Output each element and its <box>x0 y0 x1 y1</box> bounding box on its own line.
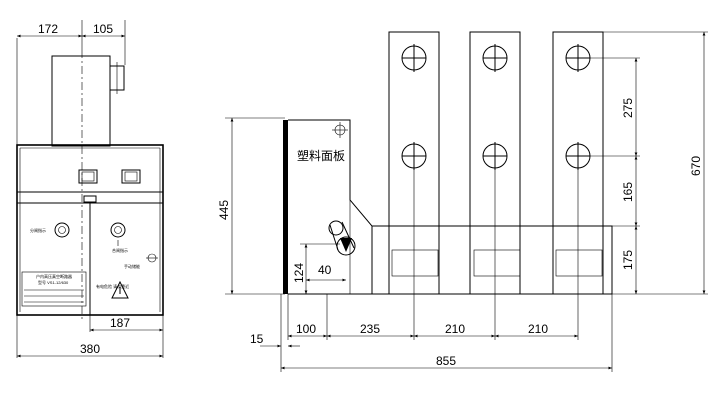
dim-165: 165 <box>621 182 635 202</box>
front-view: 172 105 分闸指示 合闸指示 手动储能 <box>16 20 164 358</box>
dim-top: 172 105 <box>16 20 126 145</box>
dim-40: 40 <box>318 263 332 277</box>
dim-124: 124 <box>292 263 306 283</box>
label-open-indicator: 分闸指示 <box>30 227 46 233</box>
front-plate <box>283 120 288 294</box>
warning-triangle-icon <box>111 280 129 299</box>
label-manual: 手动储能 <box>124 263 140 269</box>
plate-line2: 型号 VS1-12/630 <box>38 279 69 285</box>
dim-15: 15 <box>250 332 264 346</box>
dim-445: 445 <box>217 200 231 220</box>
side-view: 塑料面板 445 124 40 <box>217 31 708 372</box>
dim-275: 275 <box>621 98 635 118</box>
sight-window-left <box>78 169 98 184</box>
dim-380: 380 <box>80 342 100 356</box>
dim-235: 235 <box>360 322 380 336</box>
panel-label: 塑料面板 <box>297 148 345 163</box>
handle <box>83 195 97 203</box>
close-indicator-icon <box>110 222 126 238</box>
dim-855: 855 <box>436 354 456 368</box>
dim-100: 100 <box>296 322 316 336</box>
panel-outline <box>288 119 373 295</box>
dim-175: 175 <box>621 250 635 270</box>
dim-670: 670 <box>689 156 703 176</box>
name-plate <box>21 271 87 307</box>
sight-window-right <box>121 169 141 184</box>
upper-housing <box>51 55 111 147</box>
dim-187: 187 <box>110 316 130 330</box>
dim-210-b: 210 <box>528 322 548 336</box>
dim-105: 105 <box>93 22 113 36</box>
dim-172: 172 <box>38 22 58 36</box>
operating-arm <box>328 220 356 256</box>
plate-line1: 户内高压真空断路器 <box>36 273 72 279</box>
terminals <box>401 44 591 170</box>
label-close-indicator: 合闸指示 <box>112 247 128 253</box>
base-frame <box>371 225 613 295</box>
open-indicator-icon <box>54 222 70 238</box>
dim-210-a: 210 <box>445 322 465 336</box>
warning-text: 有电危险 请勿靠近 <box>96 283 129 289</box>
